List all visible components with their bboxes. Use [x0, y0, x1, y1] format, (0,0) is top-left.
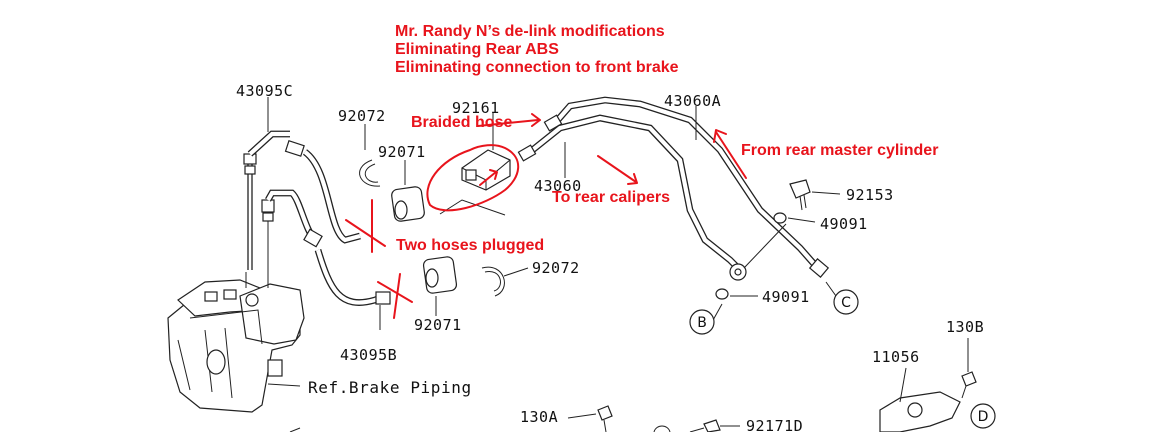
- annotation-from-rear-master: From rear master cylinder: [741, 142, 938, 159]
- label-92071-bottom: 92071: [414, 316, 462, 334]
- label-ref-brake-piping: Ref.Brake Piping: [308, 378, 472, 397]
- label-43060a: 43060A: [664, 92, 721, 110]
- hose-43095b: [261, 189, 391, 330]
- annotation-two-hoses-plugged: Two hoses plugged: [396, 237, 544, 254]
- label-92161: 92161: [452, 99, 500, 117]
- header-line-1: Mr. Randy N’s de-link modifications: [395, 23, 665, 40]
- marker-b-text: B: [697, 315, 707, 331]
- washer-49091-lower: [715, 288, 758, 300]
- bolt-92171d: [689, 419, 740, 432]
- label-43095c: 43095C: [236, 82, 293, 100]
- banjo-bolt-92153: [789, 179, 841, 211]
- label-11056: 11056: [872, 348, 920, 366]
- label-92072-top: 92072: [338, 107, 386, 125]
- label-92171d: 92171D: [746, 417, 803, 432]
- label-49091-lower: 49091: [762, 288, 810, 306]
- annotation-to-rear-calipers: To rear calipers: [552, 189, 670, 206]
- circlip-92072-top: [359, 159, 381, 187]
- label-92071-top: 92071: [378, 143, 426, 161]
- hose-43095c: [243, 130, 361, 270]
- joint-block-92161: [439, 149, 511, 216]
- plug-cap-92071-bottom: [422, 256, 458, 294]
- label-130b: 130B: [946, 318, 984, 336]
- bolt-130b: [961, 338, 977, 399]
- hose-43060: [517, 114, 787, 281]
- label-43095b: 43095B: [340, 346, 397, 364]
- bolt-130a: [567, 405, 613, 432]
- bracket-11056: [879, 367, 961, 432]
- label-leaders: [267, 97, 837, 387]
- annotation-braided-hose: Braided hose: [411, 114, 512, 131]
- circle-marker-c: C: [833, 289, 859, 315]
- red-hand-marks: [426, 113, 747, 212]
- label-130a: 130A: [520, 408, 558, 426]
- circlip-92072-mid: [481, 266, 505, 297]
- washer-49091-upper: [773, 212, 816, 224]
- plugged-x-marks: [345, 199, 413, 319]
- marker-c-text: C: [841, 295, 851, 311]
- circle-marker-b: B: [689, 309, 715, 335]
- header-line-2: Eliminating Rear ABS: [395, 41, 559, 58]
- plug-cap-92071-top: [391, 186, 425, 222]
- label-49091-upper: 49091: [820, 215, 868, 233]
- marker-d-text: D: [978, 409, 989, 425]
- label-43060: 43060: [534, 177, 582, 195]
- hose-43060a: [543, 96, 830, 278]
- circle-marker-d: D: [970, 403, 996, 429]
- header-line-3: Eliminating connection to front brake: [395, 59, 679, 76]
- abs-hydraulic-unit: [167, 268, 305, 413]
- label-92072-mid: 92072: [532, 259, 580, 277]
- label-92153: 92153: [846, 186, 894, 204]
